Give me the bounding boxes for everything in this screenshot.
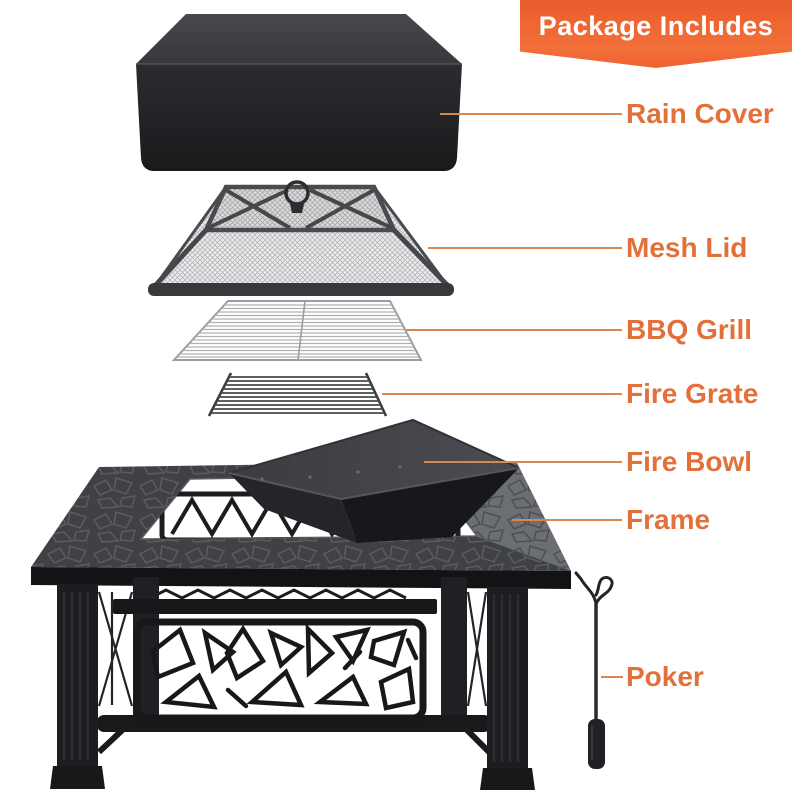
label-fire-grate: Fire Grate (626, 378, 759, 409)
mesh-lid-illustration (148, 180, 454, 296)
bbq-grill-illustration (171, 300, 423, 361)
label-poker: Poker (626, 661, 704, 692)
poker-illustration (574, 571, 614, 769)
leader-lines (382, 113, 623, 678)
label-frame: Frame (626, 504, 711, 535)
fire-bowl-illustration (228, 418, 520, 543)
fire-grate-illustration (207, 372, 388, 417)
poker-handle (588, 719, 605, 769)
banner-title: Package Includes (538, 11, 774, 41)
label-fire-bowl: Fire Bowl (626, 446, 753, 477)
rain-cover-illustration (136, 14, 462, 171)
geometric-panel-pattern (149, 623, 419, 711)
label-rain-cover: Rain Cover (626, 98, 774, 129)
package-includes-banner: Package Includes (520, 0, 792, 68)
label-bbq-grill: BBQ Grill (626, 314, 753, 345)
label-mesh-lid: Mesh Lid (626, 232, 748, 263)
